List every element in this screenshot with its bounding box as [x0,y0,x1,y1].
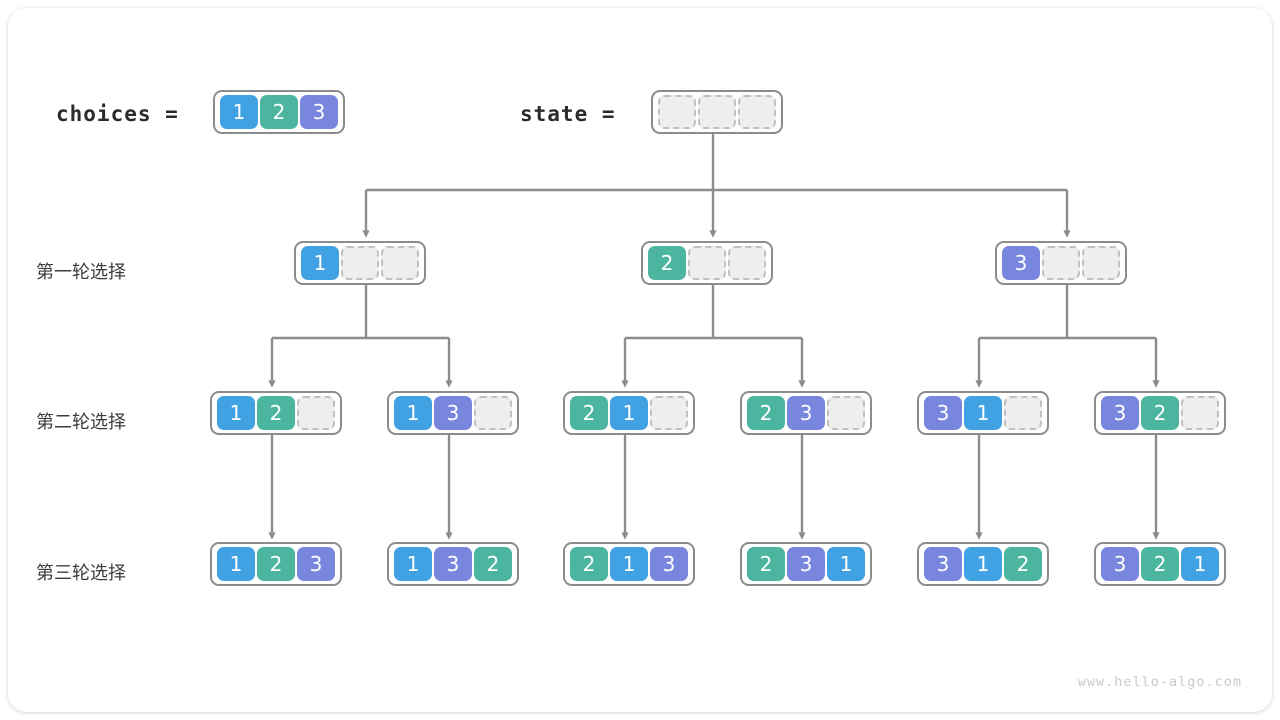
round3-1-cell-1: 1 [217,547,255,581]
row-label-round-3: 第三轮选择 [36,563,126,584]
round3-5-cell-1: 1 [964,547,1002,581]
state-cell-empty [658,95,696,129]
round3-5-cell-3: 3 [924,547,962,581]
round3-2-cell-1: 1 [394,547,432,581]
round2-2-cell-empty [474,396,512,430]
round2-4-cell-3: 3 [787,396,825,430]
state-array [651,90,783,134]
round1-3-cell-empty [1082,246,1120,280]
round1-3-cell-empty [1042,246,1080,280]
round3-3-cell-1: 1 [610,547,648,581]
round3-4-cell-2: 2 [747,547,785,581]
round2-3-cell-1: 1 [610,396,648,430]
round1-2-cell-empty [688,246,726,280]
state-label: state = [520,102,616,126]
round3-1-cell-3: 3 [297,547,335,581]
round1-node-3: 3 [995,241,1127,285]
round2-2-cell-3: 3 [434,396,472,430]
watermark: www.hello-algo.com [1077,674,1242,690]
round3-6-cell-1: 1 [1181,547,1219,581]
round3-3-cell-2: 2 [570,547,608,581]
round1-3-cell-3: 3 [1002,246,1040,280]
choices-cell-2: 2 [260,95,298,129]
round3-4-cell-3: 3 [787,547,825,581]
round2-4-cell-2: 2 [747,396,785,430]
round2-1-cell-1: 1 [217,396,255,430]
round3-3-cell-3: 3 [650,547,688,581]
choices-cell-3: 3 [300,95,338,129]
round1-2-cell-empty [728,246,766,280]
connector-lines [268,134,1160,540]
round2-2-cell-1: 1 [394,396,432,430]
round2-5-cell-3: 3 [924,396,962,430]
round2-5-cell-1: 1 [964,396,1002,430]
row-label-round-2: 第二轮选择 [36,412,126,433]
round1-node-2: 2 [641,241,773,285]
round2-6-cell-2: 2 [1141,396,1179,430]
round2-3-cell-2: 2 [570,396,608,430]
round2-5-cell-empty [1004,396,1042,430]
round1-1-cell-1: 1 [301,246,339,280]
round3-2-cell-2: 2 [474,547,512,581]
round3-6-cell-2: 2 [1141,547,1179,581]
round1-1-cell-empty [341,246,379,280]
choices-cell-1: 1 [220,95,258,129]
round3-6-cell-3: 3 [1101,547,1139,581]
round3-4-cell-1: 1 [827,547,865,581]
round1-1-cell-empty [381,246,419,280]
state-cell-empty [738,95,776,129]
round2-6-cell-empty [1181,396,1219,430]
round2-1-cell-2: 2 [257,396,295,430]
round2-1-cell-empty [297,396,335,430]
choices-label: choices = [56,102,179,126]
round2-4-cell-empty [827,396,865,430]
round3-2-cell-3: 3 [434,547,472,581]
row-label-round-1: 第一轮选择 [36,262,126,283]
round1-2-cell-2: 2 [648,246,686,280]
round3-1-cell-2: 2 [257,547,295,581]
round1-node-1: 1 [294,241,426,285]
state-cell-empty [698,95,736,129]
round2-6-cell-3: 3 [1101,396,1139,430]
round3-5-cell-2: 2 [1004,547,1042,581]
round2-3-cell-empty [650,396,688,430]
